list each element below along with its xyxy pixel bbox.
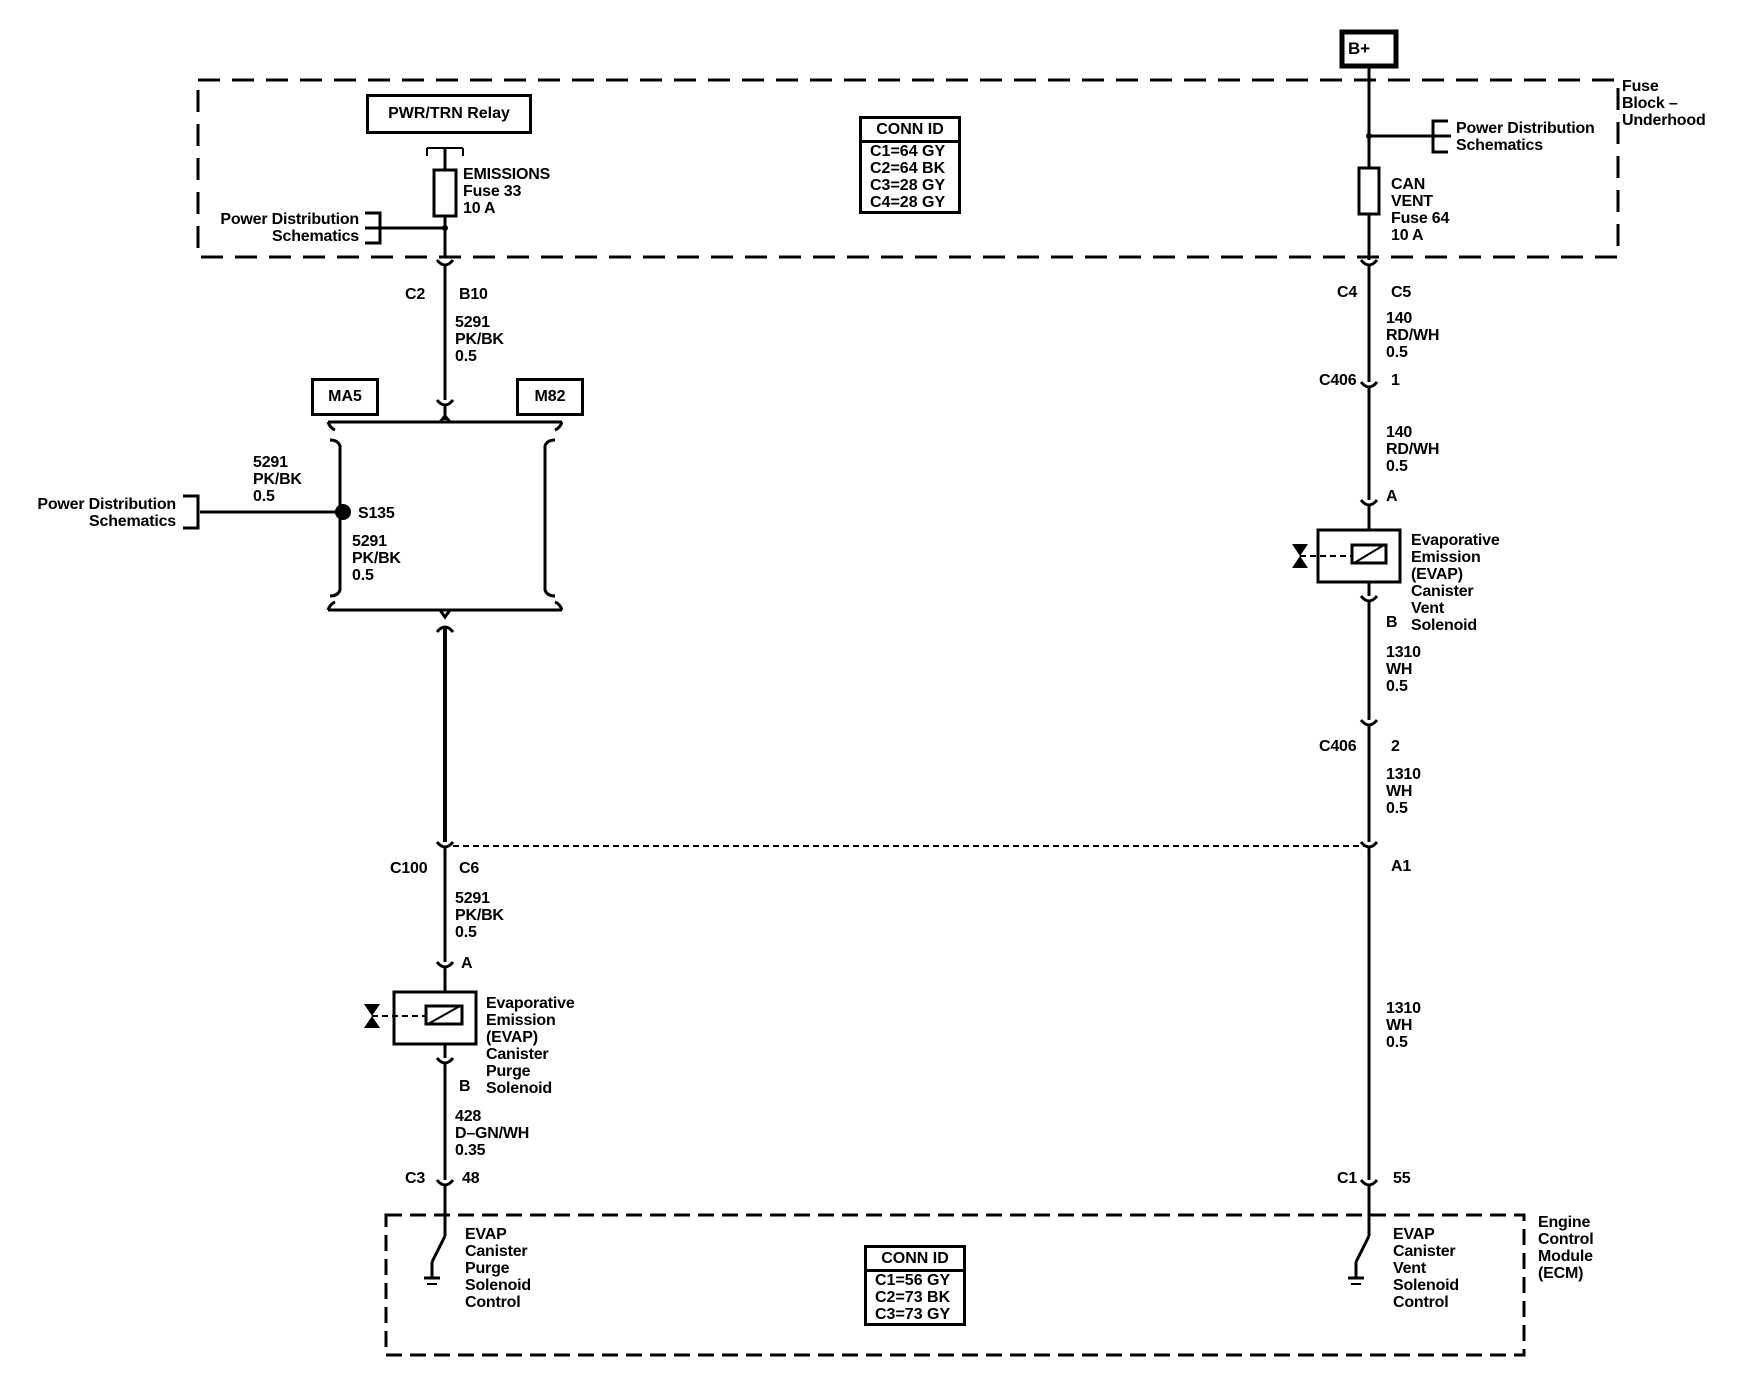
purge-pin-a-label: A [461, 955, 473, 972]
splice-s135-label: S135 [358, 505, 395, 522]
vent-solenoid-label: Evaporative Emission (EVAP) Canister Ven… [1411, 532, 1500, 634]
wire-1310-mid-label: 1310 WH 0.5 [1386, 766, 1421, 817]
ecm-conn-id: CONN ID C1=56 GY C2=73 BK C3=73 GY [864, 1245, 966, 1326]
conn-id-row: C1=56 GY [875, 1272, 951, 1289]
fuse-block-outline [196, 78, 1620, 259]
purge-solenoid-symbol [392, 990, 478, 1046]
connector-c406-b-label: C406 [1319, 738, 1357, 755]
purge-solenoid-label: Evaporative Emission (EVAP) Canister Pur… [486, 995, 575, 1097]
option-ma5-box: MA5 [311, 378, 379, 416]
pin-c6-label: C6 [459, 860, 480, 877]
pin-2-label: 2 [1391, 738, 1400, 755]
pds-left-label: Power Distribution Schematics [37, 496, 176, 530]
pin-48-label: 48 [462, 1170, 480, 1187]
ecm-purge-control-label: EVAP Canister Purge Solenoid Control [465, 1226, 531, 1311]
connector-c2-label: C2 [405, 286, 426, 303]
pin-a1-label: A1 [1391, 858, 1412, 875]
wire-5291-left-label: 5291 PK/BK 0.5 [253, 454, 302, 505]
connector-c406-a-label: C406 [1319, 372, 1357, 389]
ecm-vent-control-label: EVAP Canister Vent Solenoid Control [1393, 1226, 1459, 1311]
ecm-title: Engine Control Module (ECM) [1538, 1214, 1594, 1282]
fuse-64-symbol [1357, 166, 1381, 216]
fuse-33-label: EMISSIONS Fuse 33 10 A [463, 166, 551, 217]
fuse-block-title: Fuse Block – Underhood [1622, 78, 1706, 129]
wire-140-label: 140 RD/WH 0.5 [1386, 310, 1440, 361]
conn-id-row: C2=64 BK [870, 160, 946, 177]
connector-c3-label: C3 [405, 1170, 426, 1187]
option-ma5-label: MA5 [328, 388, 362, 405]
fuse-33-symbol [432, 168, 458, 218]
fuse-64-label: CAN VENT Fuse 64 10 A [1391, 176, 1450, 244]
splice-s135-dot [335, 504, 351, 520]
pin-b10-label: B10 [459, 286, 488, 303]
conn-id-row: C2=73 BK [875, 1289, 951, 1306]
wire-428-label: 428 D–GN/WH 0.35 [455, 1108, 530, 1159]
pin-55-label: 55 [1393, 1170, 1411, 1187]
conn-id-row: C4=28 GY [870, 194, 946, 211]
option-m82-label: M82 [534, 388, 566, 405]
relay-label: PWR/TRN Relay [388, 105, 510, 122]
conn-id-row: C1=64 GY [870, 143, 946, 160]
pds-left-top-label: Power Distribution Schematics [220, 211, 359, 245]
wire-5291-s135-label: 5291 PK/BK 0.5 [352, 533, 401, 584]
pds-right-label: Power Distribution Schematics [1456, 120, 1595, 154]
conn-id-header: CONN ID [862, 119, 958, 143]
ecm-outline [384, 1213, 1526, 1357]
wire-5291-label: 5291 PK/BK 0.5 [455, 314, 504, 365]
wire-1310-lower-label: 1310 WH 0.5 [1386, 1000, 1421, 1051]
pwr-trn-relay-box: PWR/TRN Relay [366, 94, 532, 134]
pin-c5-label: C5 [1391, 284, 1412, 301]
connector-c100-label: C100 [390, 860, 428, 877]
pin-1-label: 1 [1391, 372, 1400, 389]
wire-1310-label: 1310 WH 0.5 [1386, 644, 1421, 695]
fuse-block-conn-id: CONN ID C1=64 GY C2=64 BK C3=28 GY C4=28… [859, 116, 961, 214]
connector-c4-label: C4 [1337, 284, 1358, 301]
option-m82-box: M82 [516, 378, 584, 416]
conn-id-row: C3=73 GY [875, 1306, 951, 1323]
vent-pin-a-label: A [1386, 488, 1398, 505]
vent-solenoid-symbol [1316, 528, 1402, 584]
conn-id-row: C3=28 GY [870, 177, 946, 194]
wire-140-lower-label: 140 RD/WH 0.5 [1386, 424, 1440, 475]
wire-5291-lower-label: 5291 PK/BK 0.5 [455, 890, 504, 941]
connector-c1-label: C1 [1337, 1170, 1358, 1187]
bplus-label: B+ [1348, 39, 1370, 58]
purge-pin-b-label: B [459, 1078, 471, 1095]
vent-pin-b-label: B [1386, 614, 1398, 631]
conn-id-header: CONN ID [867, 1248, 963, 1272]
